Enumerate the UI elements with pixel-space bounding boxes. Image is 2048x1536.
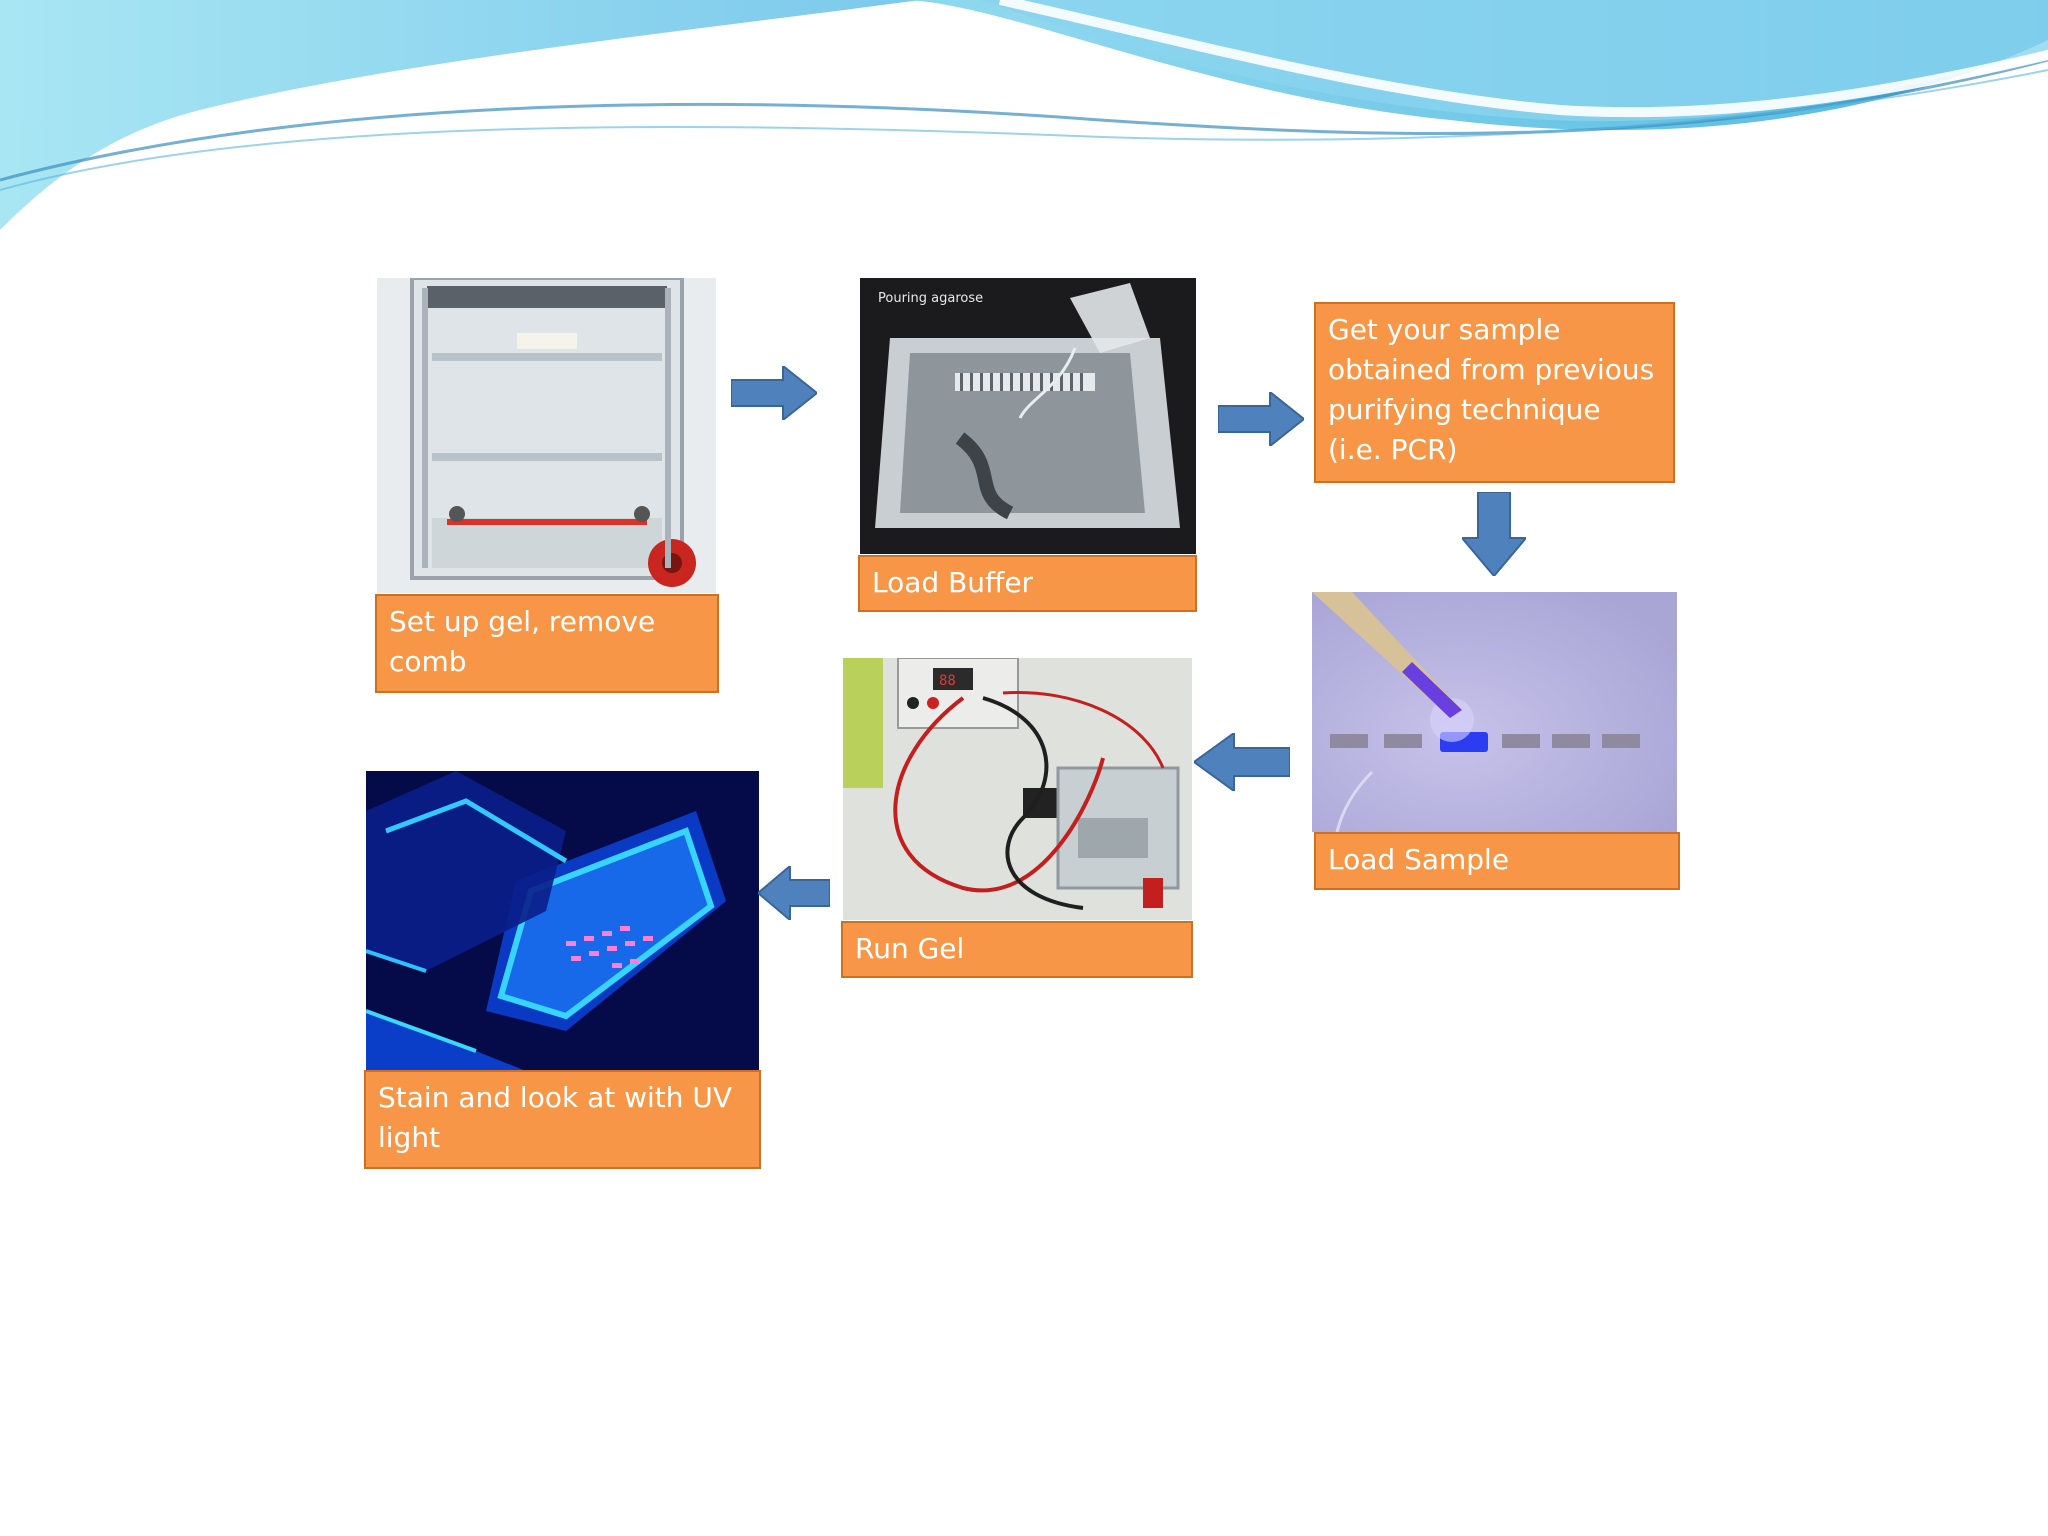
step-2-label: Load Buffer <box>858 555 1197 612</box>
wave-banner <box>0 0 2048 240</box>
step-3-label: Get your sample obtained from previous p… <box>1314 302 1675 483</box>
image-caption: Pouring agarose <box>878 291 983 306</box>
arrow-right-icon <box>731 366 817 420</box>
arrow-left-icon <box>758 866 830 920</box>
pouring-agarose-photo: Pouring agarose <box>860 278 1196 554</box>
step-4-label: Load Sample <box>1314 832 1680 890</box>
step-5-label: Run Gel <box>841 921 1193 978</box>
electrophoresis-power-supply-photo: 88 <box>843 658 1192 920</box>
step-6-label: Stain and look at with UV light <box>364 1070 761 1169</box>
arrow-right-icon <box>1218 392 1304 446</box>
uv-transilluminator-photo <box>366 771 759 1071</box>
svg-text:88: 88 <box>939 673 956 689</box>
arrow-left-icon <box>1194 733 1290 791</box>
pipette-loading-well-photo <box>1312 592 1677 832</box>
arrow-down-icon <box>1462 492 1526 576</box>
gel-casting-tray-photo <box>377 278 716 593</box>
step-1-label: Set up gel, remove comb <box>375 594 719 693</box>
